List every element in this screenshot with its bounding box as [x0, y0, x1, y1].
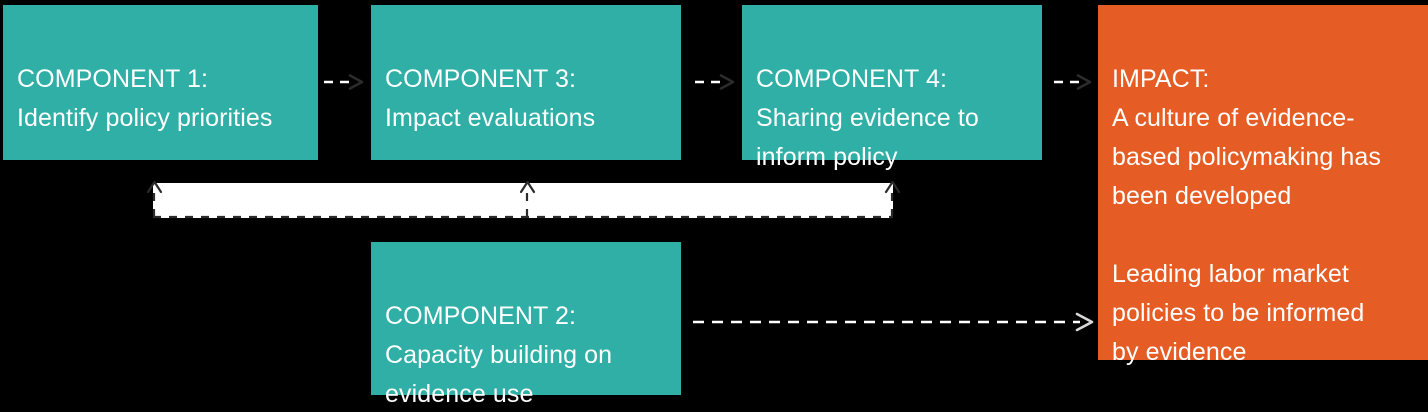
arrow-c3-to-c4-icon — [695, 74, 735, 90]
component-4-text: COMPONENT 4: Sharing evidence to inform … — [756, 65, 979, 171]
feedback-loop-plate — [153, 183, 893, 218]
component-4-box[interactable]: COMPONENT 4: Sharing evidence to inform … — [742, 5, 1042, 171]
component-3-text: COMPONENT 3: Impact evaluations — [385, 65, 596, 132]
arrow-c4-to-impact-icon — [1054, 74, 1092, 90]
component-2-box[interactable]: COMPONENT 2: Capacity building on eviden… — [371, 242, 681, 408]
component-1-box[interactable]: COMPONENT 1: Identify policy priorities — [3, 5, 318, 160]
impact-text: IMPACT: A culture of evidence- based pol… — [1112, 65, 1382, 366]
arrow-c2-to-impact-icon — [693, 312, 1094, 332]
component-1-text: COMPONENT 1: Identify policy priorities — [17, 65, 273, 132]
arrow-c1-to-c3-icon — [324, 74, 364, 90]
component-3-box[interactable]: COMPONENT 3: Impact evaluations — [371, 5, 681, 160]
impact-box[interactable]: IMPACT: A culture of evidence- based pol… — [1098, 5, 1428, 366]
component-2-text: COMPONENT 2: Capacity building on eviden… — [385, 302, 613, 408]
